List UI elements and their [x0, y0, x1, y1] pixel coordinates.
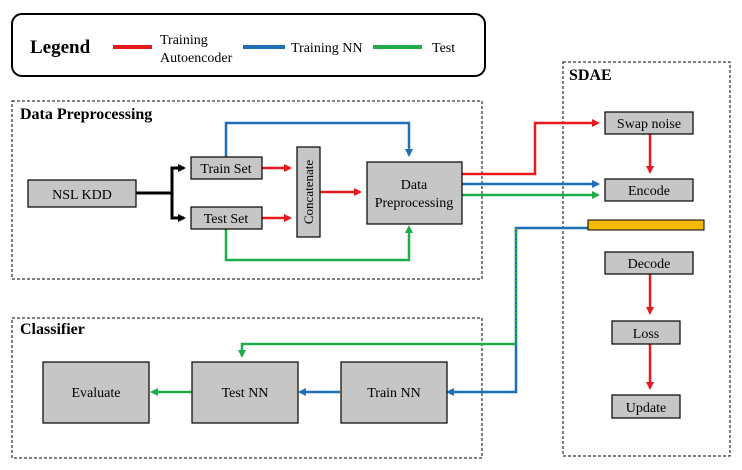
node-decode: Decode — [604, 251, 694, 275]
node-encode-label: Encode — [628, 184, 670, 199]
node-data-preprocessing-label-2: Preprocessing — [375, 196, 454, 211]
node-test-nn: Test NN — [191, 361, 299, 424]
node-decode-label: Decode — [628, 257, 671, 272]
legend-label-test: Test — [432, 41, 455, 56]
node-train-set: Train Set — [190, 156, 263, 180]
node-test-set: Test Set — [190, 206, 263, 230]
edge-trainset-preprocessing — [224, 121, 413, 157]
edge-bottleneck-trainnn — [446, 226, 588, 396]
sdae-frame — [562, 61, 731, 457]
node-test-set-label: Test Set — [204, 212, 249, 227]
section-data-preprocessing: Data Preprocessing — [11, 100, 483, 280]
edge-testset-preprocessing — [224, 225, 413, 262]
classifier-title: Classifier — [20, 321, 85, 338]
legend-label-training-autoencoder-1: Training — [160, 33, 208, 48]
nodes: NSL KDD Train Set Test Set Concatenate D… — [27, 111, 705, 424]
node-concatenate-label: Concatenate — [301, 160, 316, 224]
legend: Legend Training Autoencoder Training NN … — [11, 13, 486, 77]
node-test-nn-label: Test NN — [222, 386, 269, 401]
legend-label-training-autoencoder-2: Autoencoder — [160, 51, 233, 66]
data-preprocessing-frame — [11, 100, 483, 280]
node-train-nn-label: Train NN — [367, 386, 421, 401]
section-sdae: SDAE — [562, 61, 731, 457]
node-loss: Loss — [611, 320, 681, 345]
node-update: Update — [611, 394, 681, 419]
node-train-set-label: Train Set — [200, 162, 251, 177]
node-encode: Encode — [604, 178, 694, 202]
edge-bottleneck-testnn — [238, 342, 516, 358]
classifier-frame — [11, 317, 483, 459]
edge-nslkdd-testset — [170, 193, 186, 222]
legend-title: Legend — [30, 37, 91, 58]
node-loss-label: Loss — [633, 327, 659, 342]
edge-nslkdd-trainset — [136, 164, 186, 195]
section-classifier: Classifier — [11, 317, 483, 459]
node-data-preprocessing-label-1: Data — [401, 178, 428, 193]
legend-label-training-nn: Training NN — [291, 41, 362, 56]
node-evaluate: Evaluate — [42, 361, 150, 424]
node-concatenate: Concatenate — [296, 146, 321, 238]
edge-preprocessing-swapnoise — [462, 119, 600, 176]
node-swap-noise: Swap noise — [604, 111, 694, 135]
node-evaluate-label: Evaluate — [72, 386, 121, 401]
connectors — [136, 119, 654, 396]
node-nsl-kdd-label: NSL KDD — [52, 188, 112, 203]
node-update-label: Update — [626, 401, 666, 416]
data-preprocessing-title: Data Preprocessing — [20, 106, 152, 123]
node-data-preprocessing: Data Preprocessing — [366, 161, 463, 225]
node-bottleneck — [587, 219, 705, 231]
node-nsl-kdd: NSL KDD — [27, 179, 137, 208]
node-swap-noise-label: Swap noise — [617, 117, 681, 132]
node-train-nn: Train NN — [340, 361, 448, 424]
sdae-title: SDAE — [569, 67, 612, 84]
